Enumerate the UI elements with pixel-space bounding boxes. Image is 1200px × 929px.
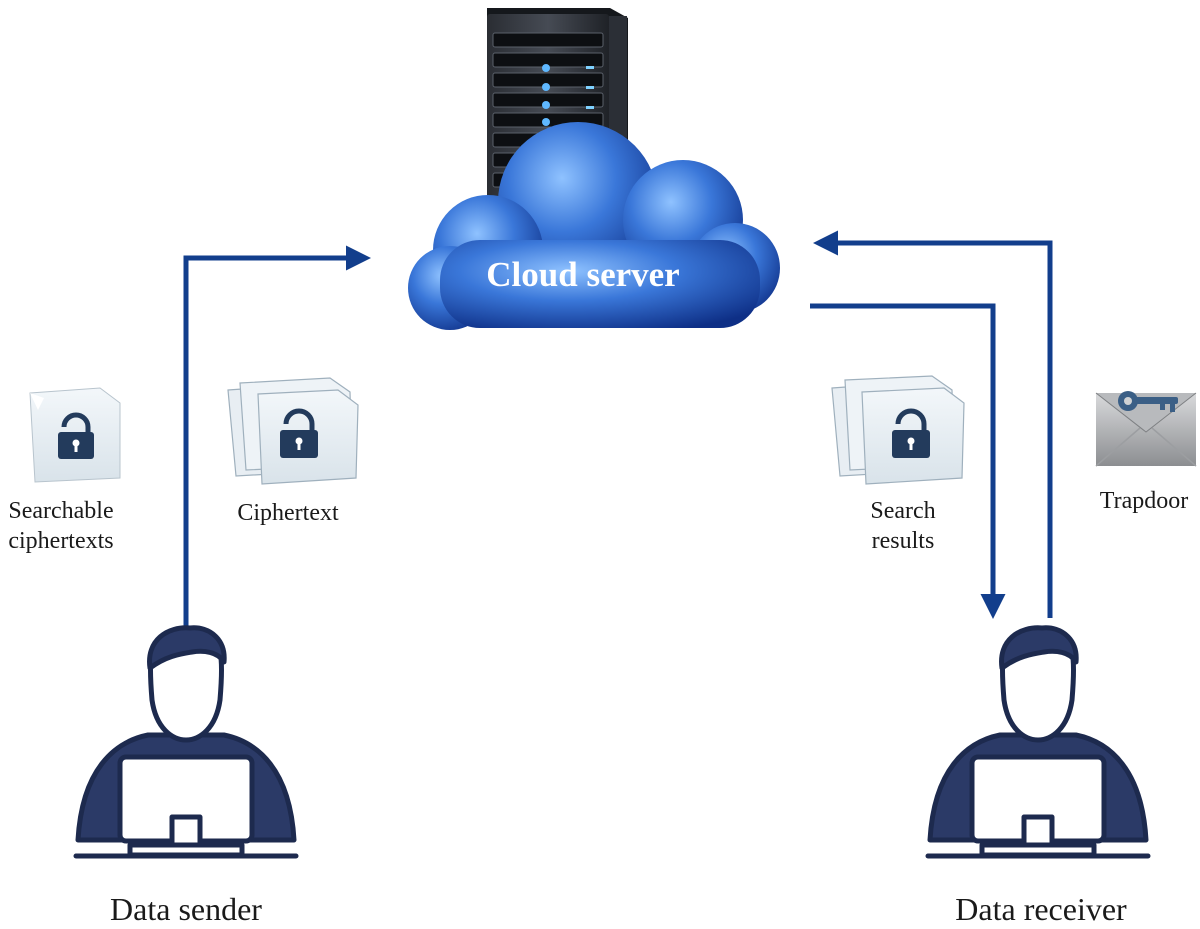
sender-to-server-arrow xyxy=(183,245,371,628)
data-sender-person-icon xyxy=(73,625,299,859)
receiver-to-server-arrow xyxy=(813,230,1053,618)
cloud-server-label: Cloud server xyxy=(486,255,679,294)
searchable-ciphertexts-label: Searchable ciphertexts xyxy=(0,496,122,556)
results-label-line-1: Search xyxy=(870,498,936,524)
search-results-label: Search results xyxy=(848,496,958,556)
searchable-label-line-1: Searchable xyxy=(8,498,114,524)
server-to-receiver-arrow xyxy=(810,303,1006,619)
ciphertext-stack-icon xyxy=(227,377,359,485)
search-results-stack-icon xyxy=(831,375,965,485)
data-sender-label: Data sender xyxy=(110,891,262,927)
data-receiver-label: Data receiver xyxy=(955,891,1127,927)
results-label-line-2: results xyxy=(871,528,935,554)
trapdoor-label: Trapdoor xyxy=(1099,488,1189,514)
data-receiver-person-icon xyxy=(925,625,1151,859)
trapdoor-envelope-icon xyxy=(1095,391,1197,467)
cloud-icon xyxy=(408,122,780,330)
searchable-ciphertext-icon xyxy=(29,387,121,483)
ciphertext-label: Ciphertext xyxy=(237,500,339,526)
searchable-label-line-2: ciphertexts xyxy=(8,528,114,554)
